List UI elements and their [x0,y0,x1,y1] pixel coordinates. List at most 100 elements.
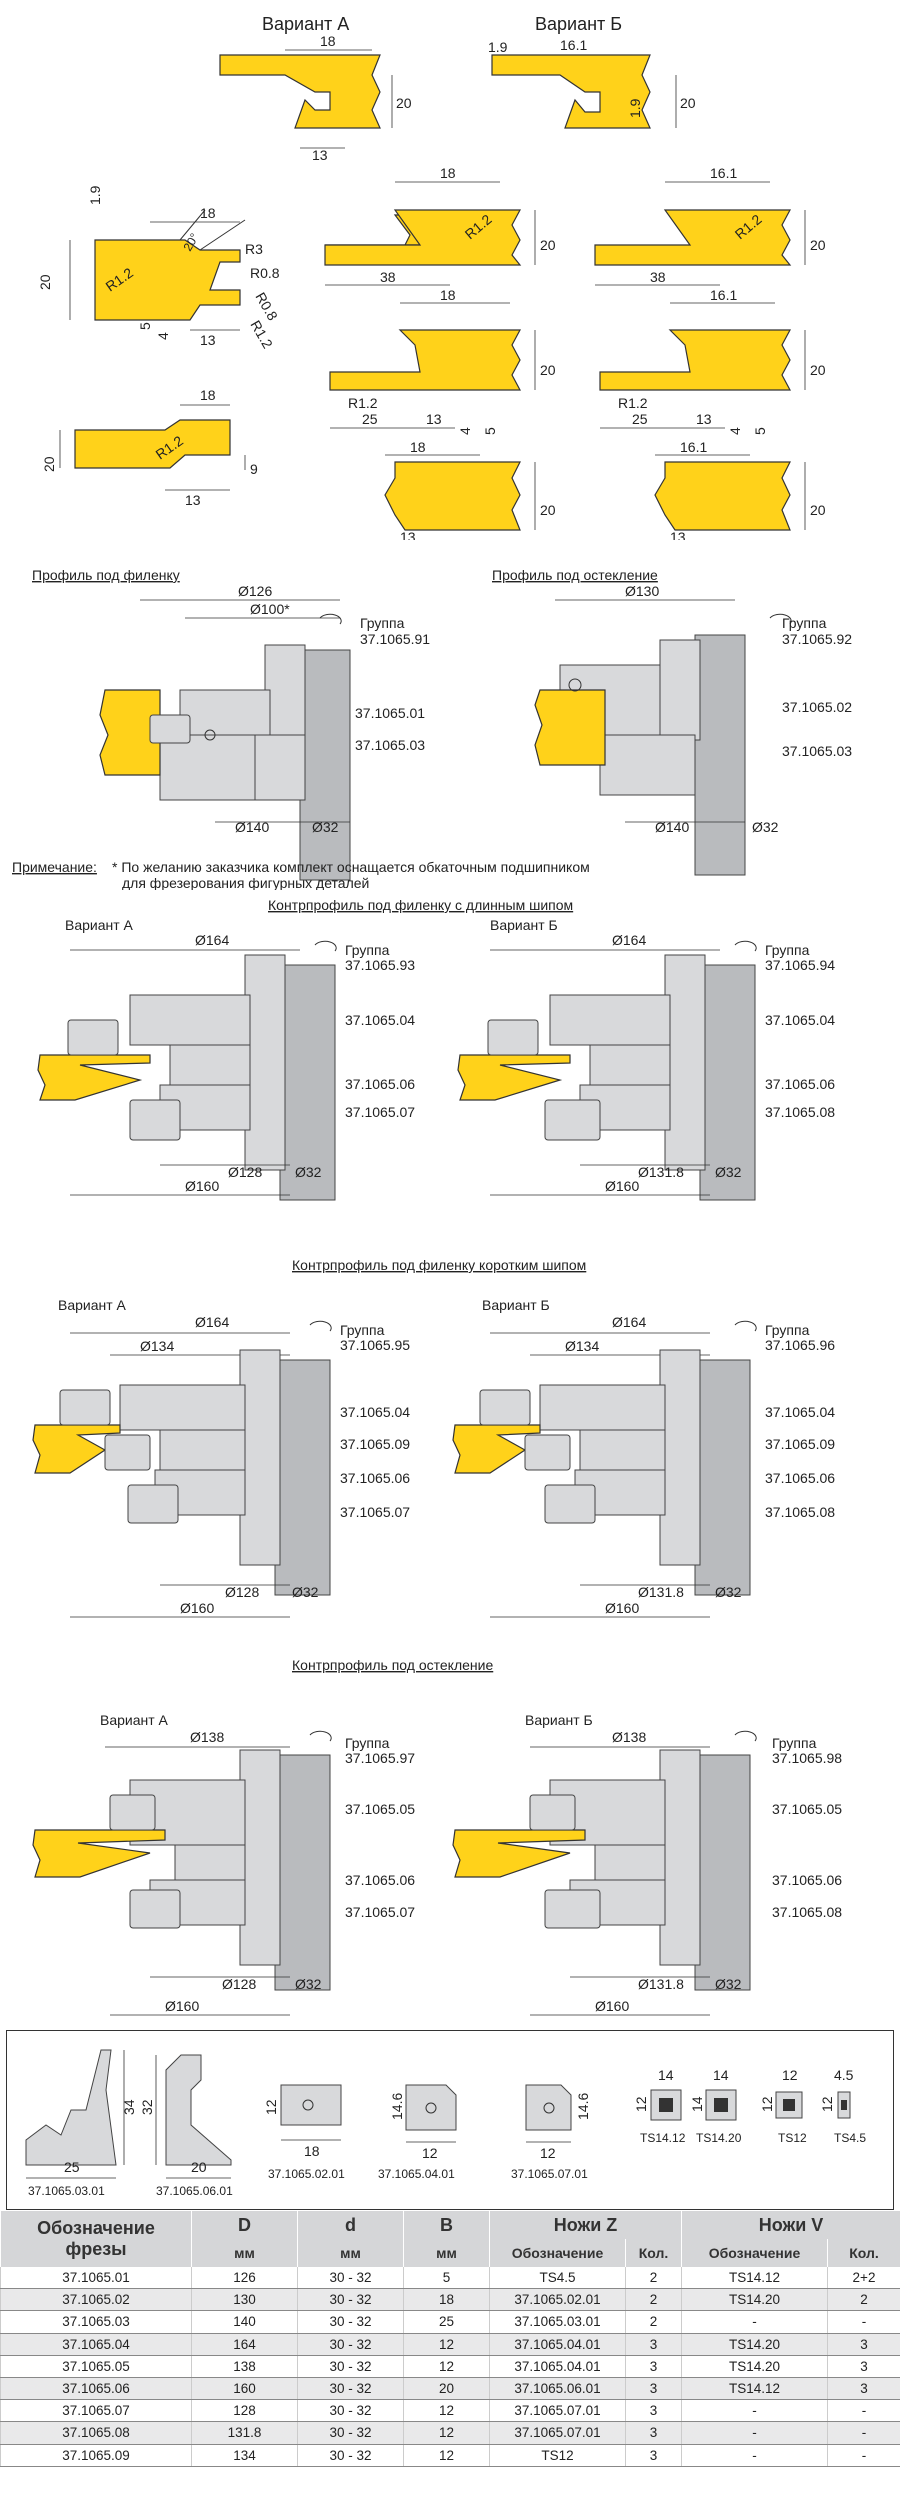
table-cell: 37.1065.03 [0,2310,192,2334]
part-code: 37.1065.05 [345,1801,415,1817]
dim-text: Ø164 [612,932,646,948]
dim-text: 13 [426,411,442,427]
part-code: 37.1065.07 [340,1504,410,1520]
dim-text: 1.9 [87,185,103,205]
group-label: Группа [345,942,390,958]
part-code: 37.1065.06 [345,1872,415,1888]
dim-text: Ø128 [222,1976,256,1992]
table-cell: TS14.20 [681,2333,828,2356]
table-cell: 2 [827,2288,900,2312]
part-code: 37.1065.04 [765,1012,835,1028]
part-code: 37.1065.05 [772,1801,842,1817]
table-cell: 2+2 [827,2267,900,2290]
note-text: для фрезерования фигурных деталей [122,875,369,890]
table-cell: TS12 [489,2444,626,2467]
group-code: 37.1065.91 [360,631,430,647]
table-cell: TS14.20 [681,2355,828,2378]
knife-dim: 12 [263,2099,279,2115]
dim-text: 4 [155,332,171,340]
table-cell: 3 [625,2333,682,2356]
dim-text: 20 [540,237,556,253]
cutter-assembly-long-b: Вариант Б Ø164 Ø131.8 Ø160 Ø32 Группа 37… [457,917,835,1201]
specs-table: Обозначение фрезы D d B Ножи Z Ножи V мм… [0,2211,900,2467]
dim-text: Ø32 [295,1164,322,1180]
profile-mid-b-1: 16.1 R1.2 20 38 [594,165,826,286]
cutter-assembly-short-b: Вариант Б Ø164 Ø134 Ø131.8 Ø160 Ø32 Груп… [452,1297,835,1618]
dim-text: 18 [410,439,426,455]
dim-text: Ø164 [195,932,229,948]
part-code: 37.1065.01 [355,705,425,721]
table-cell: 5 [403,2267,490,2290]
table-cell: - [681,2421,828,2445]
part-code: 37.1065.08 [772,1904,842,1920]
dim-text: 4 [457,427,473,435]
table-cell: TS14.12 [681,2377,828,2401]
profile-mid-b-3: 16.1 20 13 [654,439,826,540]
part-code: 37.1065.06 [765,1076,835,1092]
dim-text: 20 [540,362,556,378]
cutter-assembly-profile: Ø126 Ø100* Ø140 Ø32 Группа 37.1065.91 37… [99,583,430,881]
section-counterprofile-short: Контрпрофиль под филенку коротким шипом … [32,1257,835,1618]
dim-text: 16.1 [710,287,737,303]
dim-text: Ø160 [165,1998,199,2014]
dim-text: 1.9 [488,39,508,55]
table-cell: 160 [191,2377,298,2401]
rotation-arrow-icon [314,940,337,952]
dim-text: R1.2 [247,318,276,352]
table-cell: - [681,2444,828,2467]
dim-text: R0.8 [252,290,281,324]
variant-a-heading: Вариант А [262,14,349,34]
dim-text: Ø32 [715,1976,742,1992]
group-code: 37.1065.92 [782,631,852,647]
table-cell: 37.1065.07.01 [489,2399,626,2423]
dim-text: 38 [380,269,396,285]
group-label: Группа [782,615,827,631]
dim-text: 5 [482,427,498,435]
table-cell: 2 [625,2288,682,2312]
table-cell: 20 [403,2377,490,2401]
knife-dim: 32 [139,2099,155,2115]
col-header-B: B [403,2211,490,2239]
dim-text: Ø131.8 [638,1976,684,1992]
dim-text: Ø128 [225,1584,259,1600]
knife-07-01: 12 14.6 37.1065.07.01 [511,2084,591,2181]
dim-text: 1.9 [627,98,643,118]
part-code: 37.1065.08 [765,1504,835,1520]
dim-text: 16.1 [710,165,737,181]
dim-text: 13 [670,529,686,540]
table-cell: 12 [403,2421,490,2445]
sub-header-qty: Кол. [625,2239,682,2267]
table-cell: 37.1065.04.01 [489,2333,626,2356]
section-title: Контрпрофиль под остекление [292,1657,493,1673]
sub-header-designation: Обозначение [489,2239,626,2267]
dim-text: 5 [137,322,153,330]
table-cell: 128 [191,2399,298,2423]
table-cell: 30 - 32 [297,2355,404,2378]
section-title: Контрпрофиль под филенку коротким шипом [292,1257,586,1273]
table-cell: 3 [625,2399,682,2423]
dim-text: Ø164 [612,1314,646,1330]
variant-label: Вариант А [65,917,134,933]
group-code: 37.1065.95 [340,1337,410,1353]
part-code: 37.1065.06 [345,1076,415,1092]
part-code: 37.1065.04 [345,1012,415,1028]
table-cell: 12 [403,2355,490,2378]
dim-text: Ø164 [195,1314,229,1330]
table-cell: 130 [191,2288,298,2312]
dim-text: 20 [37,274,53,290]
dim-text: 18 [200,205,216,221]
dim-text: 18 [440,287,456,303]
knife-code: TS12 [778,2131,807,2145]
note-text: * По желанию заказчика комплект оснащает… [112,859,590,875]
table-cell: 12 [403,2333,490,2356]
table-cell: 37.1065.07 [0,2399,192,2423]
variant-b-heading: Вариант Б [535,14,622,34]
part-code: 37.1065.09 [765,1436,835,1452]
dim-text: Ø131.8 [638,1584,684,1600]
dim-text: Ø140 [235,819,269,835]
dim-text: Ø160 [180,1600,214,1616]
table-cell: - [827,2421,900,2445]
